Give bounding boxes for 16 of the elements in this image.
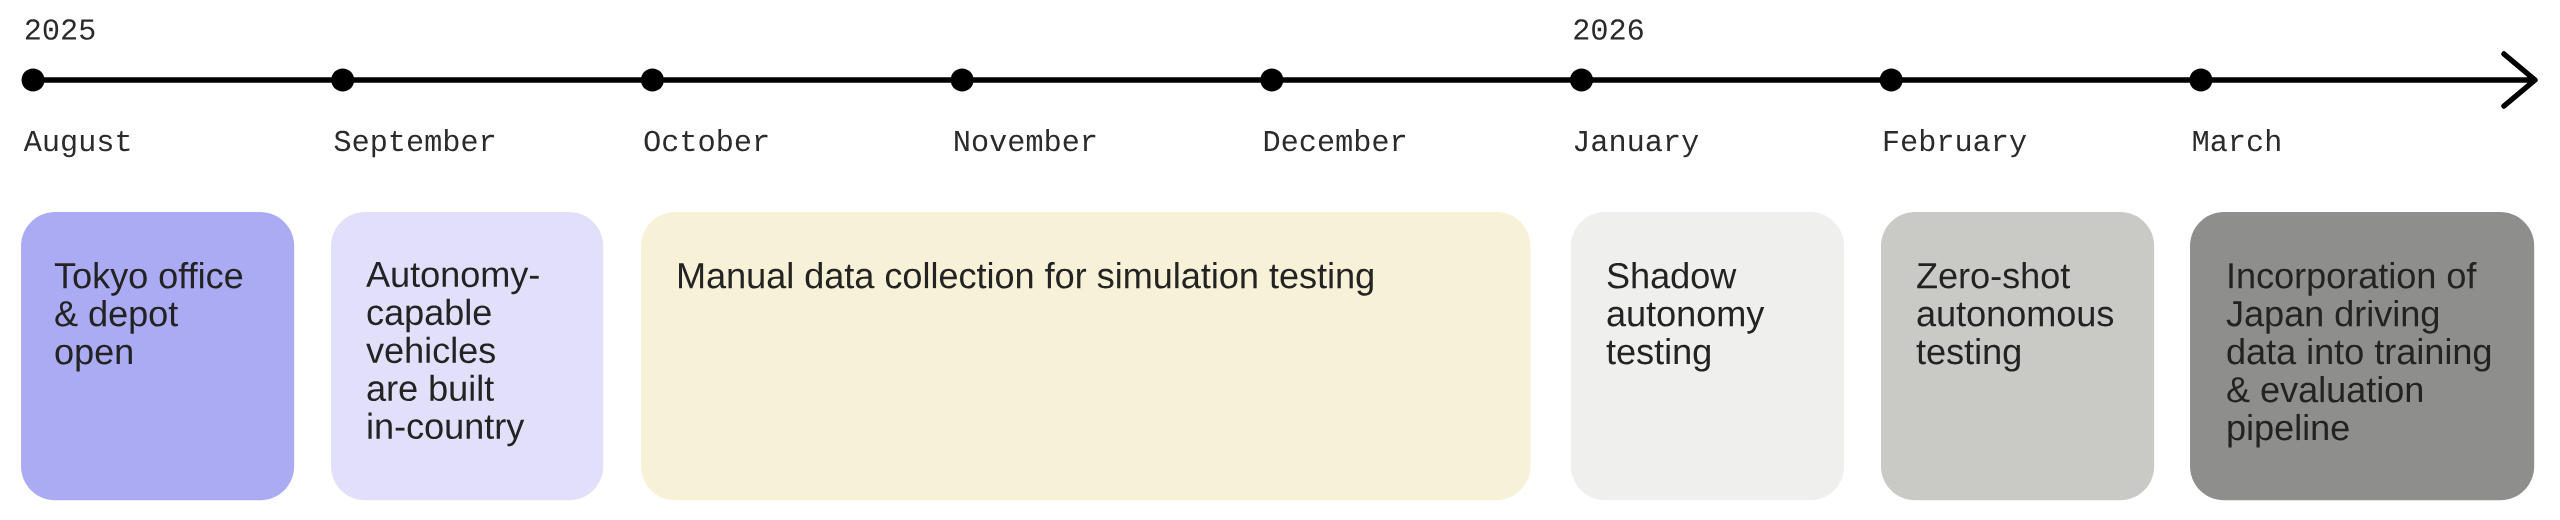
- year-label: 2026: [1574, 19, 1643, 40]
- milestone-box: Shadow autonomy testing: [1571, 212, 1845, 501]
- month-label: November: [955, 129, 1096, 152]
- year-label: 2025: [25, 19, 95, 40]
- month-label: October: [644, 129, 768, 152]
- month-label: August: [23, 130, 130, 158]
- milestone-box: Tokyo office & depot open: [21, 212, 295, 501]
- milestone-box: Manual data collection for simulation testing: [641, 212, 1531, 501]
- milestone-box: Incorporation of Japan driving data into training & evaluation pipeline: [2190, 212, 2535, 501]
- month-label: December: [1264, 129, 1405, 152]
- month-label: March: [2193, 129, 2280, 152]
- month-label: September: [334, 129, 495, 158]
- milestone-box: Autonomy-capable vehicles are built in-country: [331, 212, 604, 501]
- milestone-box: Zero-shot autonomous testing: [1881, 212, 2155, 501]
- month-label: January: [1574, 131, 1699, 158]
- month-label: February: [1884, 129, 2027, 158]
